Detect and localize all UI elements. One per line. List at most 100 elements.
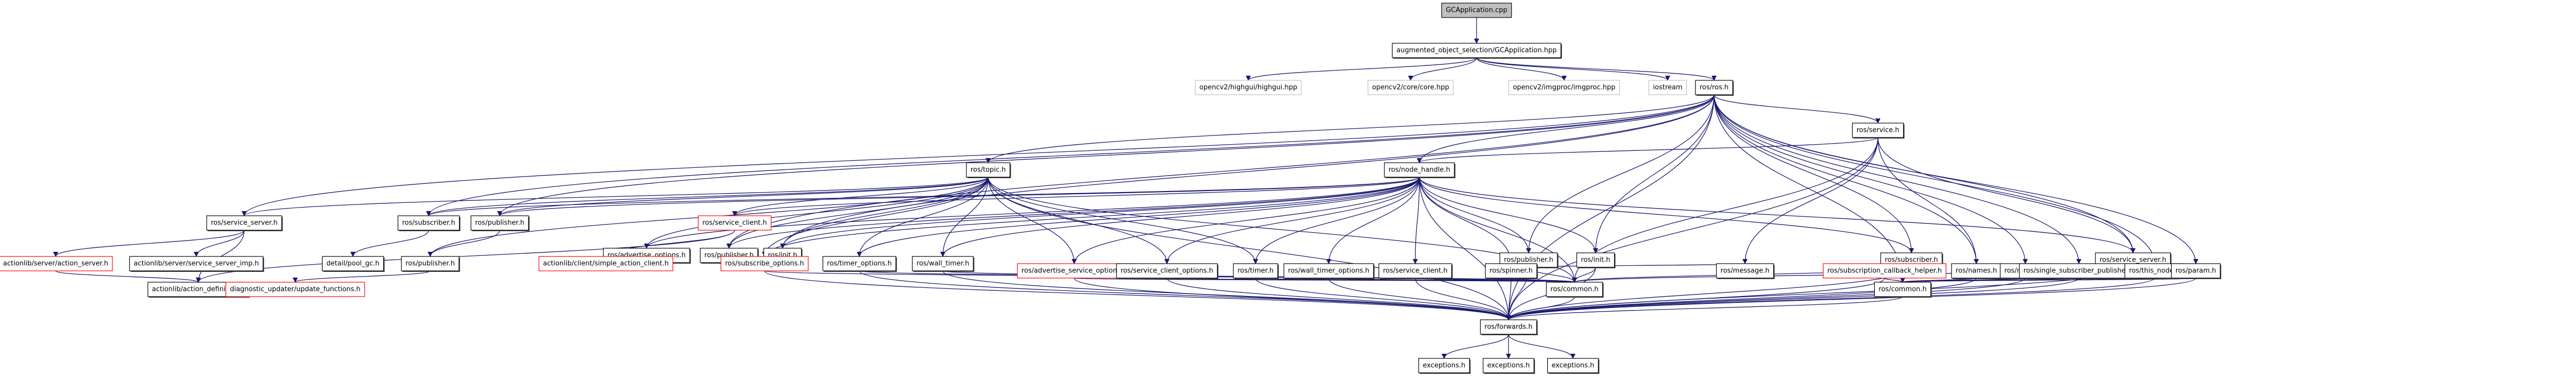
edge-nodehandle-to-walltimer — [940, 177, 1420, 257]
edge-topic-to-forwards — [988, 177, 1511, 320]
node-pool_gc[interactable]: detail/pool_gc.h — [321, 256, 385, 272]
edge-param-to-forwards — [1506, 278, 2196, 320]
node-gchpp[interactable]: augmented_object_selection/GCApplication… — [1392, 43, 1562, 59]
node-nodehandle[interactable]: ros/node_handle.h — [1384, 162, 1455, 178]
node-walltimeropt[interactable]: ros/wall_timer_options.h — [1283, 263, 1375, 279]
node-box — [1483, 358, 1534, 373]
edge-nodehandle-to-srvclient_r — [732, 177, 1420, 216]
node-sub_l[interactable]: ros/subscriber.h — [397, 215, 461, 231]
node-box — [720, 256, 809, 271]
edge-ros-to-ssp — [1714, 94, 2081, 264]
edge-topic-to-timeropt — [857, 177, 989, 257]
edge-as_server-to-actdef — [55, 270, 201, 283]
node-box — [401, 256, 460, 271]
node-label: opencv2/imgproc/imgproc.hpp — [1513, 84, 1615, 92]
edge-nodehandle-to-sub_l — [426, 177, 1420, 216]
edge-nodehandle-to-advsrvopt — [1072, 177, 1420, 264]
node-subopt[interactable]: ros/subscribe_options.h — [720, 256, 809, 271]
edge-master-to-forwards — [1506, 278, 2026, 320]
node-param[interactable]: ros/param.h — [2171, 263, 2222, 279]
node-box — [1418, 358, 1470, 373]
node-root: GCApplication.cpp — [1441, 3, 1512, 18]
node-srvclientopt[interactable]: ros/service_client_options.h — [1116, 263, 1218, 279]
node-label: ros/publisher.h — [475, 219, 524, 227]
edge-ssp-to-forwards — [1506, 278, 2079, 320]
node-label: ros/subscribe_options.h — [725, 260, 804, 268]
node-walltimer[interactable]: ros/wall_timer.h — [912, 256, 975, 272]
node-advsrvopt[interactable]: ros/advertise_service_options.h — [1017, 263, 1131, 279]
node-forwards[interactable]: ros/forwards.h — [1480, 319, 1538, 335]
node-ssp[interactable]: ros/single_subscriber_publisher.h — [2019, 263, 2140, 279]
node-exc1[interactable]: exceptions.h — [1418, 358, 1471, 374]
node-box — [1367, 80, 1454, 95]
node-topic[interactable]: ros/topic.h — [966, 162, 1011, 178]
edges-layer — [53, 18, 2198, 359]
node-box — [1695, 80, 1733, 95]
node-label: ros/common.h — [1550, 286, 1598, 294]
node-as_server[interactable]: actionlib/server/action_server.h — [0, 256, 113, 271]
edge-nodehandle-to-srvclientopt — [1164, 177, 1420, 264]
node-box — [1547, 358, 1599, 373]
node-exc2[interactable]: exceptions.h — [1483, 358, 1535, 374]
edge-names-to-forwards — [1506, 278, 1977, 320]
edge-pub_l-to-pub_b — [428, 230, 500, 257]
node-message[interactable]: ros/message.h — [1716, 263, 1775, 279]
node-ss_imp[interactable]: actionlib/server/service_server_imp.h — [129, 256, 264, 272]
node-spinner[interactable]: ros/spinner.h — [1485, 263, 1538, 279]
node-box — [2171, 263, 2221, 279]
edge-ros-to-nodehandle — [1417, 94, 1715, 163]
edge-topic-to-init_l — [780, 177, 989, 249]
node-pub_b[interactable]: ros/publisher.h — [401, 256, 460, 272]
edge-ros-to-thisnode — [1714, 94, 2157, 264]
edge-topic-to-sub_l — [426, 177, 989, 216]
node-label: exceptions.h — [1487, 362, 1530, 370]
node-srvclient[interactable]: ros/service_client.h — [1378, 263, 1453, 279]
edge-common_l-to-forwards — [1506, 296, 1575, 320]
edge-gchpp-to-imgproc — [1476, 57, 1567, 81]
edge-nodehandle-to-common_l — [1419, 177, 1577, 283]
edge-srvclient-to-forwards — [1415, 278, 1511, 320]
node-pub_l[interactable]: ros/publisher.h — [470, 215, 530, 231]
node-box — [1378, 263, 1452, 279]
edge-ros-to-service — [1714, 94, 1880, 124]
edge-pub_c-to-message — [1528, 263, 1747, 269]
edge-nodehandle-to-spinner — [1419, 177, 1514, 264]
edge-srvclientopt-to-forwards — [1166, 278, 1511, 320]
node-label: opencv2/core/core.hpp — [1372, 84, 1449, 92]
edge-ros-to-param — [1714, 94, 2198, 264]
node-subcb[interactable]: ros/subscription_callback_helper.h — [1823, 263, 1946, 279]
edge-srvclient_r-to-actdef — [196, 230, 735, 283]
node-box — [1116, 263, 1218, 279]
node-init_c[interactable]: ros/init.h — [1576, 252, 1616, 268]
node-label: ros/service_server.h — [2099, 256, 2166, 264]
edge-pub_b-to-diag — [293, 270, 431, 283]
node-exc3[interactable]: exceptions.h — [1547, 358, 1600, 374]
node-label: ros/service_client_options.h — [1121, 267, 1213, 275]
node-sac[interactable]: actionlib/client/simple_action_client.h — [538, 256, 673, 271]
edge-topic-to-srvclient_r — [732, 177, 989, 216]
node-label: exceptions.h — [1552, 362, 1595, 370]
edge-nodehandle-to-advopt_l — [644, 177, 1420, 249]
node-label: iostream — [1653, 84, 1682, 92]
node-service[interactable]: ros/service.h — [1852, 123, 1905, 139]
node-label: ros/init.h — [1581, 256, 1610, 264]
node-common_l[interactable]: ros/common.h — [1546, 282, 1604, 298]
node-diag[interactable]: diagnostic_updater/update_functions.h — [225, 282, 365, 297]
node-srvclient_r[interactable]: ros/service_client.h — [698, 215, 772, 231]
node-timer[interactable]: ros/timer.h — [1233, 263, 1279, 279]
node-names[interactable]: ros/names.h — [1951, 263, 2003, 279]
edge-ros-to-pub_c — [1526, 94, 1715, 253]
node-common_r[interactable]: ros/common.h — [1874, 282, 1932, 298]
node-box — [321, 256, 384, 271]
node-srvserver_l[interactable]: ros/service_server.h — [206, 215, 283, 231]
edge-ros-to-pub_m — [726, 94, 1715, 249]
edge-ros-to-pub_l — [497, 94, 1715, 216]
node-label: augmented_object_selection/GCApplication… — [1396, 47, 1556, 55]
node-label: actionlib/server/service_server_imp.h — [133, 260, 259, 268]
node-ros[interactable]: ros/ros.h — [1695, 80, 1734, 96]
node-core: opencv2/core/core.hpp — [1367, 80, 1454, 95]
node-timeropt[interactable]: ros/timer_options.h — [822, 256, 897, 272]
node-label: ros/wall_timer.h — [917, 260, 969, 268]
node-label: ros/service_client.h — [702, 219, 767, 227]
node-box — [1648, 80, 1687, 95]
